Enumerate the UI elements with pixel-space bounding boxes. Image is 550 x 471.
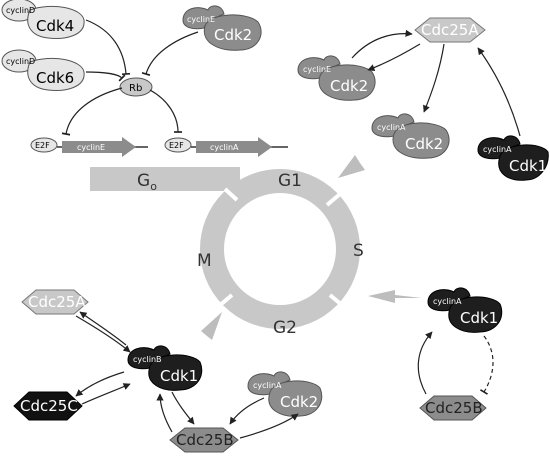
- g2-right-regulation: cyclinA Cdk1 Cdc25B: [417, 287, 503, 421]
- cdc25a-left-label: Cdc25A: [28, 293, 86, 311]
- m-label: M: [197, 251, 212, 271]
- cyclind-cdk4-complex: cyclinD Cdk4: [1, 0, 85, 39]
- cdc25a-left-hexagon: [21, 289, 89, 315]
- arrow-to-m: [187, 312, 222, 356]
- cdk1-label-lower: Cdk1: [460, 309, 498, 327]
- cyclina-label-cdk1-lower: cyclinA: [433, 297, 462, 306]
- e2f-node-1: [30, 137, 58, 153]
- phase-arrows: [187, 147, 422, 356]
- cyclind-cdk6-complex: cyclinD Cdk6: [1, 49, 85, 91]
- cdc25c-hexagon: [13, 391, 83, 421]
- cdk4-label: Cdk4: [36, 17, 74, 35]
- cyclina-cdk2-bottom-complex: cyclinA Cdk2: [247, 371, 323, 417]
- cyclina-gene-arrow: [196, 137, 272, 157]
- cycline-gene-label: cyclinE: [77, 143, 105, 152]
- cyclind-label-1: cyclinD: [6, 6, 35, 15]
- e2f-label-2: E2F: [169, 141, 184, 150]
- cdc25b-right-label: Cdc25B: [425, 399, 483, 417]
- s-label: S: [353, 241, 364, 261]
- cdk1-label-b: Cdk1: [160, 367, 198, 385]
- g1-label: G1: [278, 171, 302, 191]
- cyclina-cdk2-right-complex: cyclinA Cdk2: [371, 113, 450, 159]
- rb-label: Rb: [129, 83, 142, 94]
- arrow-to-s: [368, 290, 422, 303]
- e2f-node-2: [164, 137, 192, 153]
- arrow-to-g1: [338, 147, 383, 178]
- g0-label: Go: [137, 171, 157, 193]
- cyclina-gene-label: cyclinA: [210, 143, 239, 152]
- cdc25b-right-hexagon: [419, 395, 487, 421]
- g2m-regulation: Cdc25A Cdc25C cyclinB Cdk1 Cdc25B cyclin…: [13, 289, 323, 453]
- cycline-label-top: cyclinE: [187, 15, 215, 24]
- cdc25a-top-hexagon: [414, 17, 486, 43]
- g2-label: G2: [273, 318, 297, 338]
- cyclina-label-right: cyclinA: [377, 123, 406, 132]
- cdk2-label-right-a: Cdk2: [405, 135, 443, 153]
- cyclina-label-bottom: cyclinA: [253, 381, 282, 390]
- cdc25c-label: Cdc25C: [20, 397, 78, 415]
- cdc25a-top-label: Cdc25A: [421, 21, 479, 39]
- cyclina-cdk1-right-complex: cyclinA Cdk1: [477, 135, 549, 181]
- cdk2-label-top: Cdk2: [214, 26, 252, 44]
- cdk2-label-bottom: Cdk2: [280, 393, 318, 411]
- rb-node: [119, 77, 153, 97]
- ring: [200, 169, 360, 329]
- cdc25b-bottom-label: Cdc25B: [176, 431, 234, 449]
- cyclina-cdk1-lower-complex: cyclinA Cdk1: [427, 287, 503, 333]
- g0-bar: [90, 167, 240, 191]
- cyclinb-cdk1-complex: cyclinB Cdk1: [127, 345, 203, 391]
- cdk1-label-right: Cdk1: [509, 157, 547, 175]
- cdc25b-bottom-hexagon: [169, 427, 239, 453]
- cyclina-label-cdk1-right: cyclinA: [483, 145, 512, 154]
- cdk6-label: Cdk6: [36, 69, 74, 87]
- cdk2-label-right: Cdk2: [330, 77, 368, 95]
- cycline-label-right: cyclinE: [303, 65, 331, 74]
- e2f-label-1: E2F: [35, 141, 50, 150]
- cycline-cdk2-right-complex: cyclinE Cdk2: [297, 55, 376, 101]
- cycline-cdk2-top-complex: cyclinE Cdk2: [182, 5, 262, 51]
- cyclind-label-2: cyclinD: [6, 57, 35, 66]
- g1s-regulation: Cdc25A cyclinE Cdk2 cyclinA Cdk2 cyclinA…: [297, 17, 549, 181]
- g1-regulation: cyclinD Cdk4 cyclinD Cdk6 cyclinE Cdk2 R…: [1, 0, 288, 157]
- cyclinb-label: cyclinB: [133, 355, 162, 364]
- cycline-gene-arrow: [62, 137, 136, 157]
- cell-cycle-ring: Go G1 S G2 M: [90, 167, 364, 338]
- ring-gaps: [217, 187, 345, 308]
